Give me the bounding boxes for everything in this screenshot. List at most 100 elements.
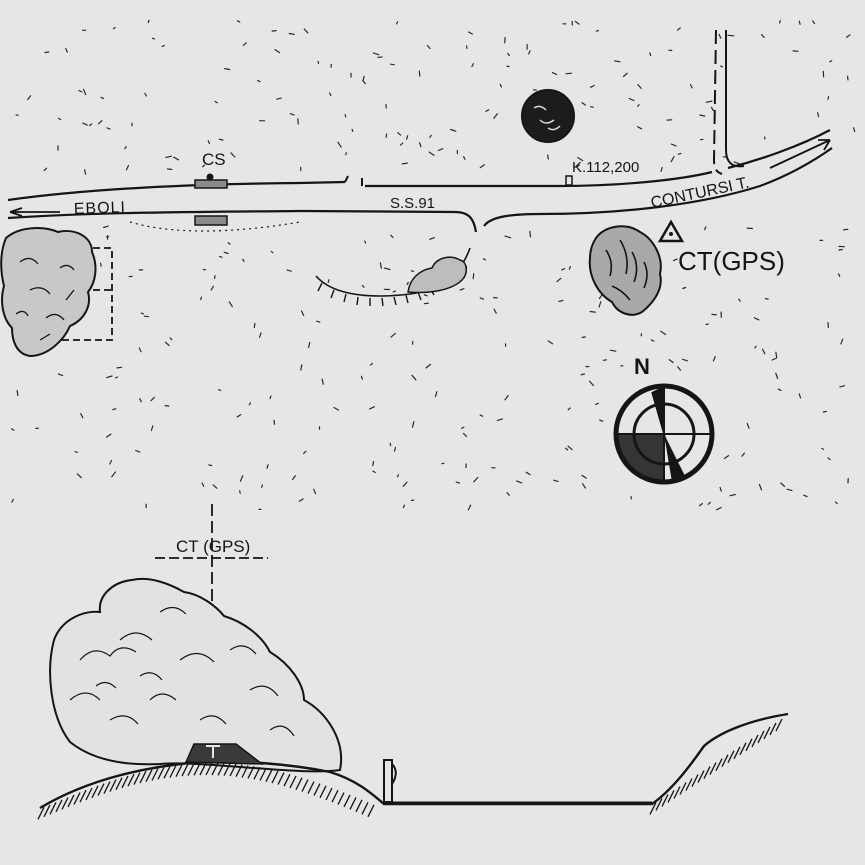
speckle <box>239 490 241 494</box>
speckle <box>649 52 652 57</box>
speckle <box>16 390 19 397</box>
speckle <box>764 297 769 300</box>
speckle <box>286 269 292 272</box>
speckle <box>151 37 156 40</box>
speckle <box>257 79 261 83</box>
speckle <box>816 112 820 118</box>
speckle <box>97 120 103 125</box>
speckle <box>581 101 586 106</box>
speckle <box>390 234 394 238</box>
speckle <box>76 473 82 479</box>
speckle <box>682 286 687 290</box>
speckle <box>689 83 693 89</box>
speckle <box>218 256 223 258</box>
speckle <box>303 450 307 455</box>
speckle <box>396 474 400 478</box>
speckle <box>459 288 465 291</box>
speckle <box>364 240 367 244</box>
speckle <box>556 277 562 283</box>
speckle <box>472 273 475 280</box>
speckle <box>397 132 402 136</box>
speckle <box>504 235 512 239</box>
speckle <box>780 482 786 488</box>
speckle <box>727 34 735 37</box>
speckle <box>106 375 113 379</box>
label-station-profile: CT (GPS) <box>176 537 250 556</box>
speckle <box>482 258 486 261</box>
speckle <box>169 337 173 341</box>
label-km-marker: K.112,200 <box>572 159 639 176</box>
speckle <box>208 464 213 467</box>
cs-marker-dot <box>206 173 214 181</box>
speckle <box>419 142 422 148</box>
speckle <box>292 475 296 480</box>
speckle <box>760 33 765 39</box>
speckle <box>609 349 617 352</box>
speckle <box>351 128 354 132</box>
speckle <box>372 52 380 56</box>
speckle <box>144 92 147 97</box>
speckle <box>712 356 716 362</box>
speckle <box>57 373 64 377</box>
speckle <box>80 413 84 419</box>
speckle <box>589 84 595 88</box>
speckle <box>399 142 404 146</box>
speckle <box>558 299 564 302</box>
speckle <box>837 273 841 277</box>
speckle <box>218 389 222 391</box>
speckle <box>200 296 203 301</box>
compass-rose-icon <box>613 383 715 485</box>
speckle <box>207 140 210 145</box>
label-station-plan: CT(GPS) <box>678 246 785 276</box>
speckle <box>852 127 856 132</box>
speckle <box>43 167 48 172</box>
speckle <box>506 65 510 68</box>
km-post <box>565 175 573 186</box>
speckle <box>528 50 531 55</box>
speckle <box>125 164 130 171</box>
road-north-edge <box>7 129 831 202</box>
speckle <box>383 267 391 271</box>
speckle <box>677 152 682 155</box>
speckle <box>670 143 677 147</box>
escarpment-bush <box>407 256 467 294</box>
speckle <box>236 414 242 418</box>
speckle <box>106 127 111 130</box>
speckle <box>396 21 399 25</box>
speckle <box>580 373 586 376</box>
speckle <box>327 279 330 283</box>
speckle <box>758 483 763 491</box>
speckle <box>775 351 778 359</box>
speckle <box>150 425 154 432</box>
speckle <box>577 157 584 162</box>
speckle <box>723 455 730 460</box>
speckle <box>719 65 724 68</box>
speckle <box>270 250 274 254</box>
speckle <box>27 95 32 101</box>
shrub-profile <box>49 578 343 773</box>
speckle <box>660 330 667 336</box>
speckle <box>139 398 142 403</box>
speckle <box>124 146 127 150</box>
speckle <box>429 134 432 138</box>
road-gap-ticks <box>344 175 363 186</box>
speckle <box>201 482 205 487</box>
speckle <box>493 308 497 314</box>
speckle <box>165 155 173 158</box>
triangle-station-icon <box>657 219 685 243</box>
speckle <box>289 113 295 116</box>
speckle <box>840 338 844 345</box>
speckle <box>173 156 180 161</box>
speckle <box>135 449 141 453</box>
speckle <box>83 169 87 175</box>
speckle <box>754 345 757 349</box>
benchmark-t-mark <box>206 745 220 758</box>
speckle <box>672 258 678 262</box>
speckle <box>57 117 62 121</box>
side-road-east-edge <box>725 30 745 168</box>
speckle <box>362 79 366 85</box>
speckle <box>150 396 155 402</box>
speckle <box>525 471 531 476</box>
speckle <box>741 452 746 457</box>
speckle <box>829 60 833 63</box>
